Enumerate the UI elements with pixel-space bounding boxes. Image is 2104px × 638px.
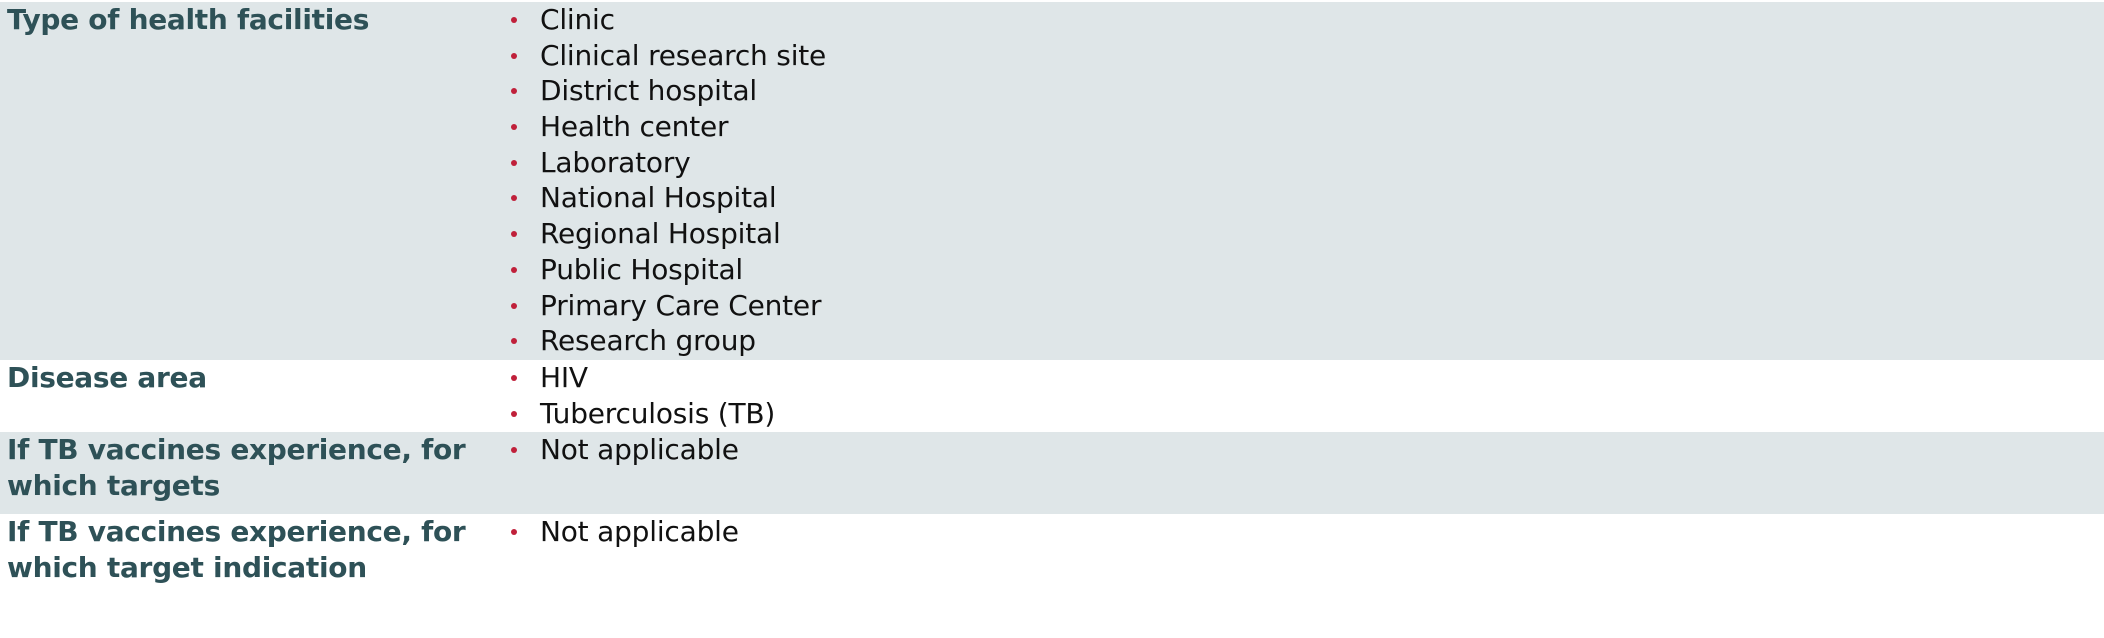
row-value: Not applicable <box>498 514 2104 596</box>
disease-area-list: HIV Tuberculosis (TB) <box>498 360 2104 431</box>
list-item: Clinic <box>498 2 2104 38</box>
bullet-dot-icon <box>511 410 517 417</box>
row-value: Clinic Clinical research site District h… <box>498 2 2104 360</box>
bullet-dot-icon <box>511 17 517 23</box>
list-item-text: Tuberculosis (TB) <box>540 396 776 430</box>
facility-profile-table: Type of health facilities Clinic Clinica… <box>0 2 2104 596</box>
row-disease-area: Disease area HIV Tuberculosis (TB) <box>0 360 2104 432</box>
list-item: Tuberculosis (TB) <box>498 396 2104 432</box>
list-item-text: Primary Care Center <box>540 288 822 322</box>
bullet-dot-icon <box>511 447 517 453</box>
list-item-text: Health center <box>540 110 729 144</box>
bullet-dot-icon <box>511 529 517 535</box>
row-label: If TB vaccines experience, for which tar… <box>7 433 466 502</box>
row-value: Not applicable <box>498 432 2104 514</box>
list-item-text: National Hospital <box>540 181 777 215</box>
list-item: HIV <box>498 360 2104 396</box>
tb-targets-list: Not applicable <box>498 432 2104 468</box>
list-item-text: Research group <box>540 324 756 358</box>
list-item-text: Regional Hospital <box>540 217 781 251</box>
facility-type-list: Clinic Clinical research site District h… <box>498 2 2104 359</box>
list-item-text: HIV <box>540 361 588 394</box>
bullet-dot-icon <box>511 266 517 273</box>
list-item-text: Public Hospital <box>540 252 744 286</box>
bullet-dot-icon <box>511 159 517 166</box>
bullet-dot-icon <box>511 375 517 381</box>
list-item-text: Clinical research site <box>540 38 827 72</box>
row-value: HIV Tuberculosis (TB) <box>498 360 2104 432</box>
bullet-dot-icon <box>511 88 517 95</box>
list-item-text: Laboratory <box>540 145 691 179</box>
list-item: Public Hospital <box>498 252 2104 288</box>
bullet-dot-icon <box>511 195 517 202</box>
list-item: Research group <box>498 323 2104 359</box>
list-item: Regional Hospital <box>498 216 2104 252</box>
list-item-text: District hospital <box>540 74 758 108</box>
row-label: Disease area <box>7 361 207 394</box>
list-item: District hospital <box>498 73 2104 109</box>
bullet-dot-icon <box>511 231 517 238</box>
list-item-text: Not applicable <box>540 515 739 548</box>
list-item: Not applicable <box>498 432 2104 468</box>
row-tb-vaccine-target-indication: If TB vaccines experience, for which tar… <box>0 514 2104 596</box>
list-item: Clinical research site <box>498 38 2104 74</box>
bullet-dot-icon <box>511 52 517 59</box>
list-item: Laboratory <box>498 145 2104 181</box>
row-label: Type of health facilities <box>7 3 370 36</box>
list-item-text: Clinic <box>540 3 615 36</box>
list-item-text: Not applicable <box>540 433 739 466</box>
list-item: National Hospital <box>498 180 2104 216</box>
bullet-dot-icon <box>511 338 517 345</box>
list-item: Health center <box>498 109 2104 145</box>
row-health-facilities: Type of health facilities Clinic Clinica… <box>0 2 2104 360</box>
bullet-dot-icon <box>511 302 517 309</box>
bullet-dot-icon <box>511 124 517 131</box>
tb-target-indication-list: Not applicable <box>498 514 2104 550</box>
row-label: If TB vaccines experience, for which tar… <box>7 515 466 584</box>
list-item: Not applicable <box>498 514 2104 550</box>
row-tb-vaccine-targets: If TB vaccines experience, for which tar… <box>0 432 2104 514</box>
list-item: Primary Care Center <box>498 288 2104 324</box>
